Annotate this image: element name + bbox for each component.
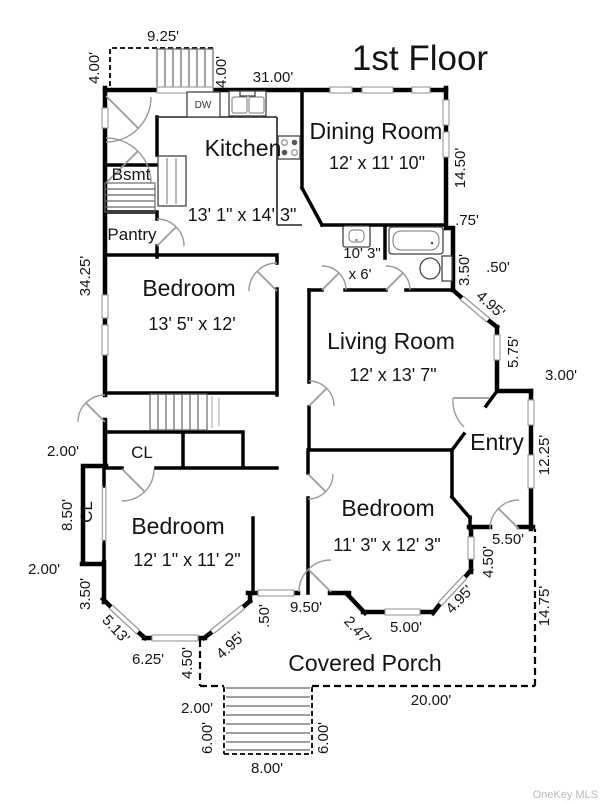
bathroom-fixtures bbox=[342, 225, 453, 282]
dim-bay-right-bottom: 5.00' bbox=[390, 619, 422, 636]
room-bedroom-top-dims: 13' 5" x 12' bbox=[148, 314, 235, 334]
basement-stairs bbox=[104, 155, 187, 213]
dim-stairs-top: 9.25' bbox=[147, 28, 179, 45]
room-bedroom-top: Bedroom bbox=[142, 275, 235, 301]
front-hall-door bbox=[298, 559, 332, 593]
page-title: 1st Floor bbox=[352, 39, 488, 78]
room-bedroom-right-dims: 11' 3" x 12' 3" bbox=[333, 535, 440, 555]
vestibule-door-lower bbox=[105, 137, 152, 184]
dim-closet-step-top: 2.00' bbox=[47, 443, 79, 460]
exterior-walls bbox=[79, 85, 536, 642]
stove bbox=[277, 135, 301, 160]
dim-steps-left: 6.00' bbox=[199, 722, 216, 754]
bathtub bbox=[388, 226, 444, 255]
room-living: Living Room bbox=[327, 328, 455, 354]
dishwasher-label: DW bbox=[195, 100, 212, 111]
doors bbox=[77, 95, 520, 593]
bath-sink bbox=[342, 225, 371, 248]
exterior-stairs bbox=[109, 47, 214, 91]
wc-door bbox=[385, 265, 411, 291]
interior-stairs bbox=[149, 393, 220, 431]
room-pantry: Pantry bbox=[107, 225, 157, 244]
room-bedroom-left: Bedroom bbox=[131, 513, 224, 539]
closet-sliding-door bbox=[101, 486, 107, 542]
dim-porch-bottom: 20.00' bbox=[411, 692, 452, 709]
bay-window-diagonals bbox=[108, 295, 490, 635]
dim-diag-upper-right: 4.95' bbox=[473, 288, 508, 322]
dim-bay-left-diag-right: 4.95' bbox=[213, 628, 248, 662]
bedroom-right-door bbox=[307, 473, 334, 500]
bedroom-left-door bbox=[121, 468, 155, 502]
room-bedroom-left-dims: 12' 1" x 11' 2" bbox=[133, 550, 240, 570]
room-labels: 1st Floor Kitchen 13' 1" x 14' 3" Dining… bbox=[77, 39, 524, 676]
room-dining-dims: 12' x 11' 10" bbox=[329, 153, 425, 173]
dim-offset-50-right: .50' bbox=[486, 259, 510, 276]
dim-entry-top: 3.00' bbox=[545, 367, 577, 384]
landing-dashed-outline bbox=[109, 47, 213, 90]
dim-left-wall: 34.25' bbox=[77, 256, 94, 297]
toilet bbox=[419, 255, 453, 282]
room-bsmt: Bsmt bbox=[112, 165, 151, 184]
bedroom-top-door bbox=[248, 262, 278, 292]
room-kitchen: Kitchen bbox=[205, 135, 282, 161]
front-door bbox=[489, 499, 520, 530]
room-porch: Covered Porch bbox=[288, 650, 441, 676]
dim-landing-left: 4.00' bbox=[86, 52, 103, 84]
dim-landing-right: 4.00' bbox=[213, 56, 230, 88]
dim-front-wall: 9.50' bbox=[290, 599, 322, 616]
room-bath-dims-1: 10' 3" bbox=[343, 245, 380, 262]
watermark: OneKey MLS bbox=[533, 789, 598, 801]
dim-bay-right-diag-right: 4.95' bbox=[442, 582, 476, 617]
utility-box bbox=[157, 155, 187, 207]
side-exterior-door bbox=[77, 394, 106, 423]
room-closet-hall: CL bbox=[131, 443, 153, 462]
dim-bay-right-upper: 4.50' bbox=[480, 546, 497, 578]
kitchen-fixtures: DW bbox=[186, 90, 301, 160]
living-room-door bbox=[308, 380, 335, 407]
dim-bath-right: 3.50' bbox=[456, 254, 473, 286]
dim-entry-right: 12.25' bbox=[536, 435, 553, 476]
room-bath-dims-2: x 6' bbox=[349, 266, 372, 283]
room-living-dims: 12' x 13' 7" bbox=[349, 365, 436, 385]
room-entry: Entry bbox=[470, 429, 524, 455]
dim-bay-left-upper: 3.50' bbox=[77, 578, 94, 610]
interior-walls bbox=[102, 88, 500, 595]
dim-steps-offset: 2.00' bbox=[181, 700, 213, 717]
room-kitchen-dims: 13' 1" x 14' 3" bbox=[188, 205, 297, 225]
dim-closet-step-bottom: 2.00' bbox=[28, 561, 60, 578]
room-bedroom-right: Bedroom bbox=[341, 495, 434, 521]
bathroom-door bbox=[321, 265, 347, 291]
vestibule-door-upper bbox=[105, 95, 152, 143]
dim-living-right: 5.75' bbox=[505, 336, 522, 368]
stair-treads bbox=[164, 49, 206, 90]
room-dining: Dining Room bbox=[310, 118, 443, 144]
kitchen-sink bbox=[228, 90, 267, 117]
covered-porch bbox=[198, 529, 537, 755]
dim-bay-right-diag-left: 2.47' bbox=[340, 613, 374, 648]
porch-steps bbox=[223, 687, 313, 755]
dim-bay-left-bottom: 6.25' bbox=[132, 651, 164, 668]
dim-right-wall: 14.50' bbox=[452, 148, 469, 189]
dim-porch-right: 14.75' bbox=[536, 586, 553, 627]
dim-bay-left-diag: 5.13' bbox=[98, 612, 132, 647]
dim-steps-width: 8.00' bbox=[251, 760, 283, 777]
windows bbox=[101, 86, 535, 642]
dishwasher bbox=[186, 91, 221, 118]
room-closet-bedroom: CL bbox=[77, 501, 96, 523]
pantry-door bbox=[156, 218, 185, 247]
landing-threshold bbox=[156, 86, 214, 94]
dim-porch-left: 4.50' bbox=[179, 647, 196, 679]
entry-closet-door bbox=[452, 397, 489, 428]
dim-offset-75: .75' bbox=[455, 212, 479, 229]
dim-steps-right: 6.00' bbox=[315, 722, 332, 754]
dim-top-wall: 31.00' bbox=[253, 69, 294, 86]
dim-front-offset-50: .50' bbox=[256, 604, 273, 628]
dim-closet-left: 8.50' bbox=[59, 499, 76, 531]
dim-entry-bottom: 5.50' bbox=[492, 531, 524, 548]
